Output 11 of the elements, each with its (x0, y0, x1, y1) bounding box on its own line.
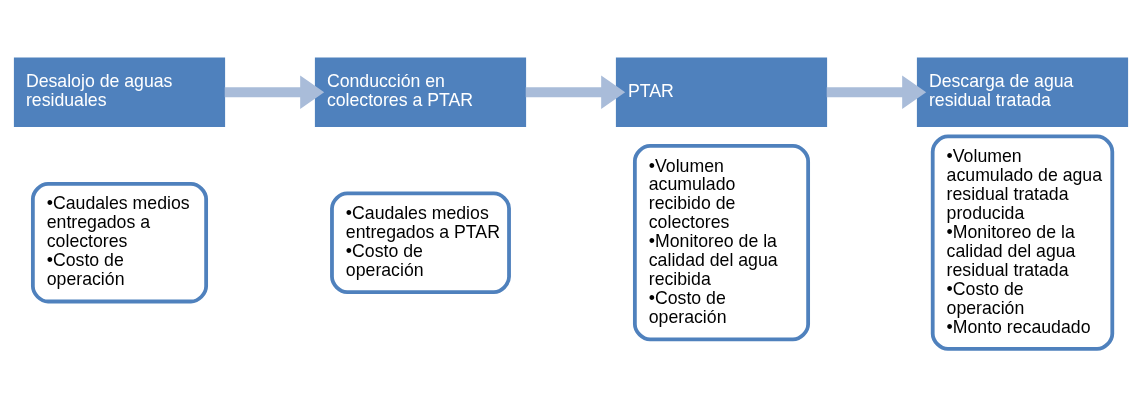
node-box: Conducción en colectores a PTAR (314, 56, 527, 127)
node-box: Descarga de agua residual tratada (916, 56, 1129, 127)
arrow (525, 74, 626, 109)
node-box: PTAR (615, 56, 828, 127)
node-box: Desalojo de aguas residuales (13, 56, 226, 127)
arrow (826, 74, 927, 109)
node-box: •Caudales medios entregados a PTAR •Costo de operación (330, 191, 511, 294)
arrow (224, 74, 325, 109)
node-box: •Caudales medios entregados a colectores •Costo de operación (30, 181, 209, 303)
node-box: •Volumen acumulado de agua residual tratada producida •Monitoreo de la calidad del agua residual tratada •Costo de operación •Monto recaudado (930, 134, 1115, 351)
node-box: •Volumen acumulado recibido de colectores •Monitoreo de la calidad del agua recibida •Costo de operación (632, 143, 811, 341)
